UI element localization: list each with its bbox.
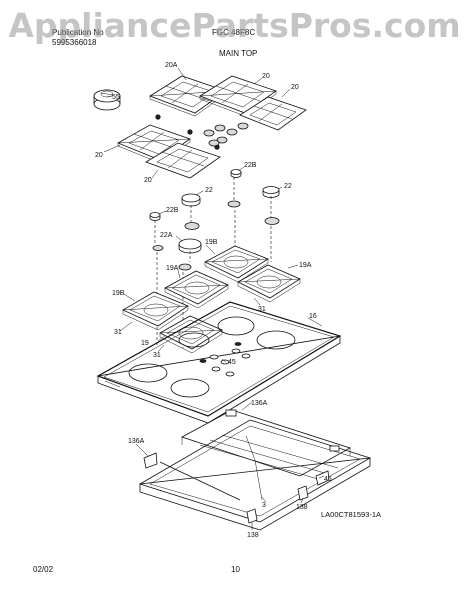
callout-22B-top: 22B <box>244 162 257 169</box>
callout-136A-top: 136A <box>251 400 268 407</box>
burner-cap-22[interactable] <box>181 193 201 207</box>
burner-pan-19A-right[interactable] <box>237 264 301 303</box>
callout-31-left: 31 <box>114 329 122 336</box>
section-title: MAIN TOP <box>219 49 258 58</box>
burner-cap-22B-top[interactable] <box>230 169 242 178</box>
callout-138-right: 138 <box>296 504 308 511</box>
callout-55: 55 <box>112 94 120 101</box>
burner-cap-22B-left[interactable] <box>149 212 161 221</box>
knob-55[interactable] <box>93 89 121 111</box>
callout-46: 46 <box>324 476 332 483</box>
callout-22A: 22A <box>160 232 173 239</box>
callout-19A-right: 19A <box>299 262 312 269</box>
callout-138-bottom: 138 <box>247 532 259 539</box>
callout-45: 45 <box>228 359 236 366</box>
bracket-46[interactable] <box>315 470 330 486</box>
grate-20-front[interactable] <box>145 142 221 179</box>
burner-pan-19B-top[interactable] <box>204 245 269 283</box>
callout-22-center: 22 <box>205 187 213 194</box>
knob-cluster[interactable] <box>203 122 249 147</box>
main-top-16[interactable] <box>96 301 342 424</box>
burner-cap-22-right[interactable] <box>262 186 280 198</box>
callout-22B-left: 22B <box>166 207 179 214</box>
grate-20-right[interactable] <box>239 96 307 131</box>
callout-19B-top: 19B <box>205 239 218 246</box>
callout-20-left: 20 <box>95 152 103 159</box>
burner-cap-22A[interactable] <box>178 238 202 254</box>
callout-19A-left: 19A <box>166 265 179 272</box>
callout-22-right: 22 <box>284 183 292 190</box>
callout-31-front: 31 <box>153 352 161 359</box>
footer-date: 02/02 <box>33 565 54 574</box>
burner-pan-19[interactable] <box>159 315 223 354</box>
model-number: FGC 48F8C <box>212 28 256 37</box>
clip-138-bottom[interactable] <box>246 508 258 524</box>
callout-20A: 20A <box>165 62 178 69</box>
callout-19B-left: 19B <box>112 290 125 297</box>
callout-20-front: 20 <box>144 177 152 184</box>
chassis[interactable] <box>139 409 371 531</box>
callout-136A-left: 136A <box>128 438 145 445</box>
callout-16: 16 <box>309 313 317 320</box>
callout-20-right: 20 <box>291 84 299 91</box>
clip-138-right[interactable] <box>297 485 309 501</box>
callout-19: 19 <box>141 340 149 347</box>
footer-page-number: 10 <box>231 565 240 574</box>
burner-pan-19A-center[interactable] <box>164 270 229 309</box>
burner-head-small[interactable] <box>152 200 280 271</box>
callout-20-top: 20 <box>262 73 270 80</box>
diagram-code: LA00CT81593-1A <box>321 510 381 519</box>
callout-3: 3 <box>262 502 266 509</box>
publication-label: Publication No <box>52 28 104 37</box>
callout-31-right: 31 <box>258 306 266 313</box>
burner-pan-19B-left[interactable] <box>122 291 189 331</box>
bracket-136A-left[interactable] <box>143 452 158 469</box>
publication-number: 5995366018 <box>52 38 97 47</box>
